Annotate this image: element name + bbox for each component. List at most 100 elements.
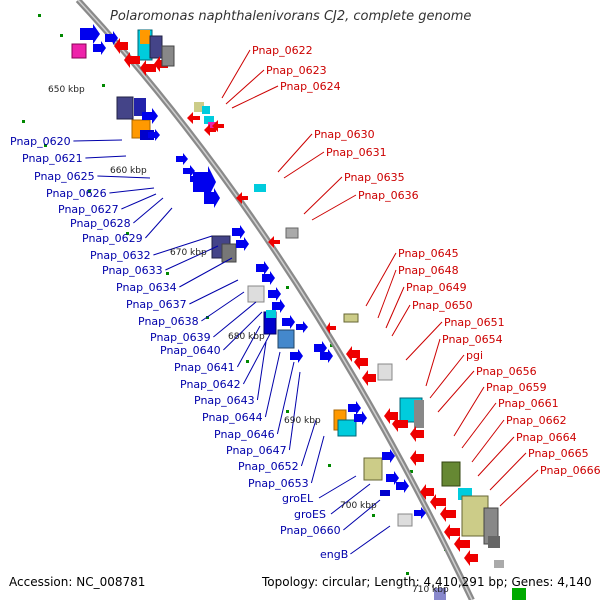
scale-label: 660 kbp: [110, 166, 147, 176]
gene-arrow: [320, 349, 333, 363]
plus-gene-label: engB: [320, 548, 348, 561]
leader-line: [223, 311, 263, 351]
gene-arrow: [414, 507, 426, 519]
minus-gene-label: Pnap_0631: [326, 146, 387, 159]
leader-line: [461, 402, 497, 449]
gene-arrow: [354, 411, 367, 425]
plus-gene-label: groEL: [282, 492, 314, 505]
gene-arrow: [212, 120, 224, 132]
tick-mark: [44, 144, 47, 147]
gene-arrow: [354, 354, 368, 370]
label-leader-lines: [73, 49, 539, 555]
leader-line: [429, 354, 465, 399]
minus-gene-label: Pnap_0661: [498, 397, 559, 410]
gene-box: [266, 310, 276, 318]
tick-mark: [38, 14, 41, 17]
gene-box: [140, 30, 150, 44]
plus-gene-label: Pnap_0660: [280, 524, 341, 537]
gene-box: [149, 35, 163, 59]
tick-mark: [410, 470, 413, 473]
gene-arrow: [114, 38, 128, 54]
gene-arrow: [148, 129, 160, 141]
minus-gene-label: Pnap_0650: [412, 299, 473, 312]
gene-box: [221, 243, 237, 263]
plus-gene-label: Pnap_0627: [58, 203, 119, 216]
minus-gene-label: Pnap_0635: [344, 171, 405, 184]
gene-arrow: [362, 370, 376, 386]
leader-line: [225, 69, 265, 105]
minus-gene-label: Pnap_0645: [398, 247, 459, 260]
plus-gene-label: Pnap_0641: [174, 361, 235, 374]
gene-box: [140, 130, 154, 140]
gene-arrow: [232, 225, 245, 239]
gene-arrow: [204, 124, 216, 136]
leader-line: [405, 321, 443, 361]
minus-gene-label: Pnap_0623: [266, 64, 327, 77]
gene-arrow: [392, 416, 408, 432]
gene-arrow: [80, 24, 100, 44]
plus-gene-label: Pnap_0644: [202, 411, 263, 424]
gene-box: [377, 363, 393, 381]
gene-arrow: [314, 341, 327, 355]
leader-line: [264, 351, 281, 418]
leader-line: [256, 341, 267, 401]
gene-arrow: [382, 449, 395, 463]
leader-line: [471, 419, 505, 463]
plus-gene-label: Pnap_0646: [214, 428, 275, 441]
leader-line: [85, 155, 127, 159]
leader-line: [499, 469, 539, 507]
gene-arrow: [386, 471, 399, 485]
plus-gene-label: Pnap_0629: [82, 232, 143, 245]
plus-gene-label: Pnap_0625: [34, 170, 95, 183]
gene-box: [134, 98, 146, 116]
gene-box: [116, 96, 134, 120]
leader-line: [311, 194, 357, 221]
tick-mark: [22, 120, 25, 123]
tick-mark: [328, 464, 331, 467]
gene-box: [204, 116, 214, 124]
minus-gene-label: Pnap_0656: [476, 365, 537, 378]
plus-strand-features: [71, 24, 446, 600]
leader-line: [437, 370, 475, 413]
leader-line: [310, 435, 325, 484]
gene-arrow: [256, 261, 269, 275]
gene-arrow: [140, 60, 156, 76]
leader-line: [425, 338, 441, 387]
scale-label: 680 kbp: [228, 332, 265, 342]
tick-mark: [88, 190, 91, 193]
leader-line: [288, 371, 301, 451]
gene-arrow: [236, 237, 249, 251]
gene-arrow: [268, 287, 281, 301]
plus-gene-label: Pnap_0638: [138, 315, 199, 328]
minus-gene-label: Pnap_0666: [540, 464, 600, 477]
minus-gene-label: Pnap_0624: [280, 80, 341, 93]
gene-arrow: [346, 346, 360, 362]
gene-arrow: [262, 271, 275, 285]
gene-arrow: [272, 299, 285, 313]
gene-arrow: [183, 165, 195, 177]
plus-gene-label: Pnap_0634: [116, 281, 177, 294]
gene-box: [277, 329, 295, 349]
scale-label: 670 kbp: [170, 248, 207, 258]
leader-line: [145, 207, 173, 239]
gene-box: [161, 45, 175, 67]
tick-mark: [206, 316, 209, 319]
leader-line: [109, 187, 155, 194]
plus-gene-label: Pnap_0639: [150, 331, 211, 344]
leader-line: [165, 245, 219, 271]
gene-arrow: [420, 484, 434, 500]
gene-box: [494, 560, 504, 568]
leader-line: [477, 436, 515, 477]
minus-strand-features: [114, 29, 526, 600]
gene-box: [414, 400, 424, 428]
minus-gene-label: Pnap_0662: [506, 414, 567, 427]
tick-mark: [286, 410, 289, 413]
leader-line: [153, 235, 213, 256]
tick-mark: [126, 232, 129, 235]
plus-gene-label: Pnap_0632: [90, 249, 151, 262]
tick-mark: [60, 34, 63, 37]
minus-gene-label: pgi: [466, 349, 483, 362]
leader-line: [231, 85, 279, 109]
gene-box: [441, 461, 461, 487]
leader-line: [350, 525, 391, 555]
